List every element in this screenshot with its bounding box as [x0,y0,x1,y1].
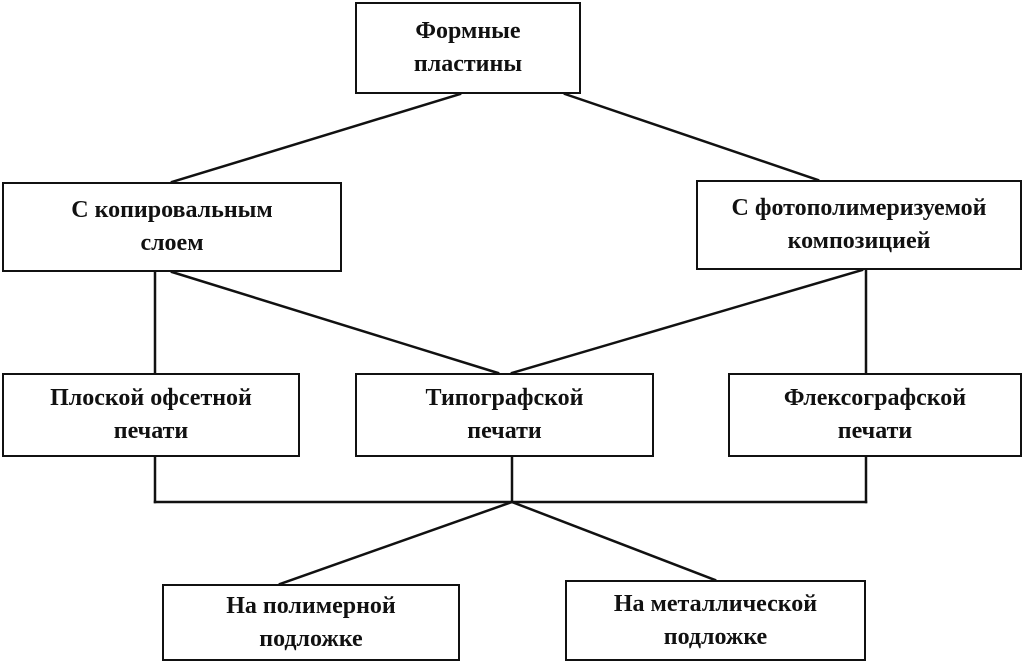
node-flexographic-printing: Флексографской печати [728,373,1022,457]
node-polymer-base: На полимерной подложке [162,584,460,661]
edge-root-photopolymer [563,92,820,182]
edge-copy-layer-typographic [170,270,500,375]
node-typographic-printing-label: Типографской печати [425,385,584,444]
edge-photopolymer-typographic [510,268,864,375]
node-metal-base-label: На металлической подложке [613,590,818,650]
node-printing-plates: Формные пластины [355,2,581,94]
node-flexographic-printing-label: Флексографской печати [783,385,967,444]
node-typographic-printing: Типографской печати [355,373,654,457]
node-printing-plates-label: Формные пластины [413,18,523,77]
node-metal-base: На металлической подложке [565,580,866,661]
node-copy-layer: С копировальным слоем [2,182,342,272]
edge-root-copy-layer [170,92,462,184]
node-photopolymer-composition-label: С фотополимеризуемой композицией [731,195,987,254]
node-polymer-base-label: На полимерной подложке [226,592,396,652]
node-offset-printing: Плоской офсетной печати [2,373,300,457]
node-photopolymer-composition: С фотополимеризуемой композицией [696,180,1022,270]
node-offset-printing-label: Плоской офсетной печати [50,385,252,444]
node-copy-layer-label: С копировальным слоем [71,197,273,256]
edge-bus-polymer-base [278,500,514,586]
edge-bus-metal-base [510,500,717,582]
